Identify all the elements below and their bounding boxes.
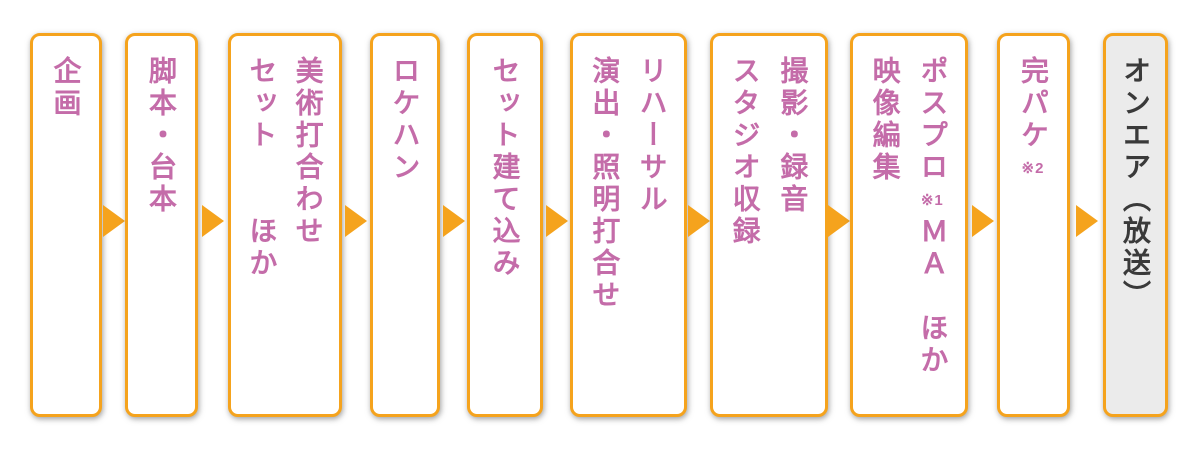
footnote-marker: ※2: [1021, 160, 1045, 177]
flow-arrow-icon: [687, 205, 710, 237]
step-label: 撮影・録音: [777, 56, 809, 216]
step-label: 完パケ: [1018, 56, 1049, 152]
step-label: ポスプロ: [917, 56, 949, 184]
step-text-column: 完パケ ※2: [1016, 56, 1051, 185]
step-text-column: オンエア（放送）: [1118, 56, 1153, 312]
flow-arrow-icon: [345, 205, 367, 237]
flow-step-script: 脚本・台本: [125, 33, 198, 417]
flow-arrow-icon: [971, 205, 994, 237]
flow-step-rehearsal: リハーサル演出・照明打合せ: [570, 33, 687, 417]
flow-step-on-air: オンエア（放送）: [1103, 33, 1168, 417]
step-label: ロケハン: [389, 56, 421, 184]
step-text-column: リハーサル: [635, 56, 670, 216]
flow-step-planning: 企画: [30, 33, 102, 417]
flow-step-set-construction: セット建て込み: [467, 33, 543, 417]
flow-arrow-icon: [102, 205, 125, 237]
step-text-column: 美術打合わせ: [291, 56, 326, 248]
step-label: オンエア（放送）: [1120, 56, 1151, 312]
step-label: セット建て込み: [489, 56, 521, 280]
flow-arrow-icon: [1075, 205, 1098, 237]
flow-step-location-scouting: ロケハン: [370, 33, 440, 417]
flow-step-post-production: ポスプロ ※1 ＭＡ ほか映像編集: [850, 33, 968, 417]
step-text-column: 映像編集: [868, 56, 903, 184]
flow-step-art-meeting: 美術打合わせセット ほか: [228, 33, 342, 417]
step-label: ＭＡ ほか: [917, 216, 949, 377]
step-text-column: ポスプロ ※1 ＭＡ ほか: [915, 56, 950, 377]
step-text-column: 撮影・録音: [775, 56, 810, 216]
step-text-column: 企画: [49, 56, 84, 120]
step-label: リハーサル: [636, 56, 668, 216]
flow-arrow-icon: [202, 205, 224, 237]
flow-arrow-icon: [828, 205, 850, 237]
step-label: 演出・照明打合せ: [589, 56, 621, 312]
flow-arrow-icon: [545, 205, 568, 237]
step-label: セット ほか: [246, 56, 278, 280]
step-label: 脚本・台本: [146, 56, 177, 216]
flow-step-complete-package: 完パケ ※2: [997, 33, 1070, 417]
step-text-column: スタジオ収録: [728, 56, 763, 248]
flow-step-studio-recording: 撮影・録音スタジオ収録: [710, 33, 828, 417]
step-label: 美術打合わせ: [292, 56, 324, 248]
step-label: 企画: [50, 56, 82, 120]
step-text-column: セット建て込み: [488, 56, 523, 280]
step-label: スタジオ収録: [729, 56, 761, 248]
step-text-column: 脚本・台本: [144, 56, 179, 216]
step-label: 映像編集: [869, 56, 901, 184]
footnote-marker: ※1: [920, 192, 944, 209]
step-text-column: セット ほか: [244, 56, 279, 280]
step-text-column: 演出・照明打合せ: [587, 56, 622, 312]
flow-arrow-icon: [442, 205, 465, 237]
step-text-column: ロケハン: [388, 56, 423, 184]
